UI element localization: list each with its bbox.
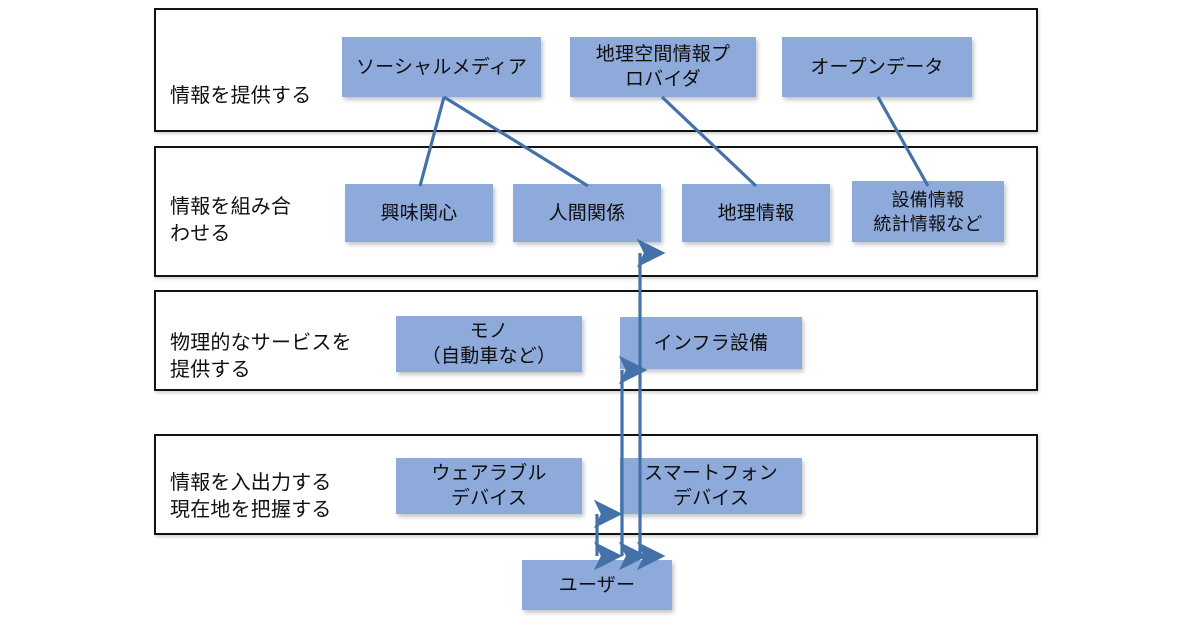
node-smartphone-device[interactable]: スマートフォン デバイス [620,458,802,514]
layer-combine-label: 情報を組み合 わせる [170,196,292,245]
node-geo-info[interactable]: 地理情報 [682,184,830,242]
node-interests[interactable]: 興味関心 [345,184,493,242]
layer-provide-label: 情報を提供する [170,85,312,107]
node-wearable-device[interactable]: ウェアラブル デバイス [396,458,582,514]
node-infrastructure[interactable]: インフラ設備 [620,317,802,369]
layer-physical-container [154,290,1038,391]
node-user[interactable]: ユーザー [522,560,672,610]
node-open-data[interactable]: オープンデータ [782,37,972,97]
layer-physical-label: 物理的なサービスを 提供する [170,332,352,381]
node-things[interactable]: モノ （自動車など） [396,316,582,372]
node-geospatial-provider[interactable]: 地理空間情報プ ロバイダ [570,37,756,97]
node-social-media[interactable]: ソーシャルメディア [342,37,541,97]
node-facility-stats[interactable]: 設備情報 統計情報など [852,181,1004,242]
node-relationships[interactable]: 人間関係 [513,184,661,242]
layer-io-label: 情報を入出力する 現在地を把握する [170,472,332,521]
